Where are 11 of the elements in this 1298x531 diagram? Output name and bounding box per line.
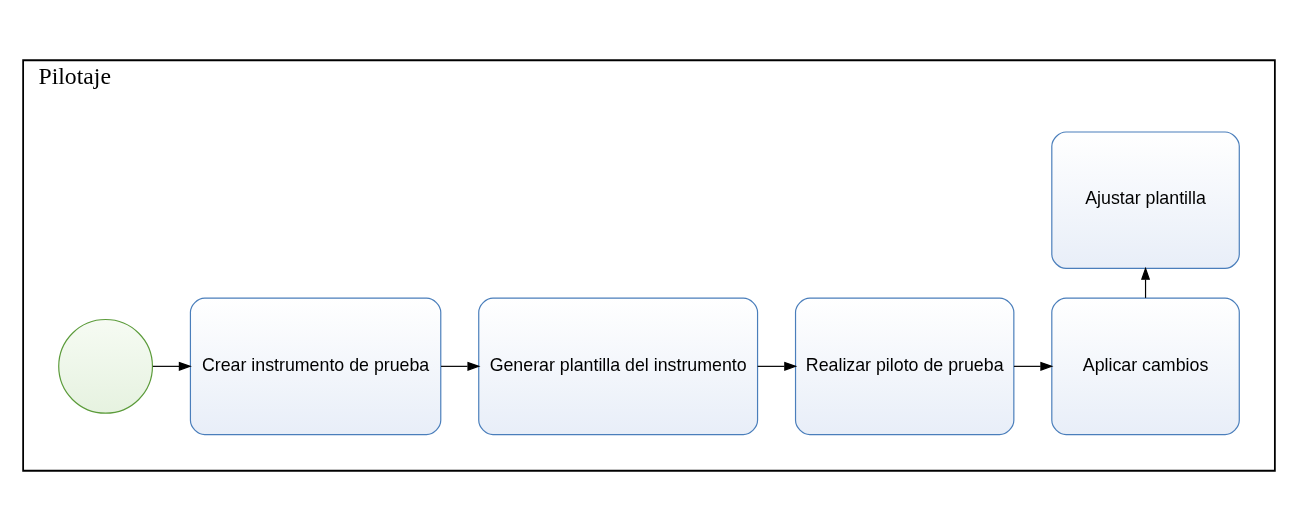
arrow [440,361,481,371]
arrow [1013,361,1054,371]
node-box: Ajustar plantilla [1051,131,1240,270]
arrow [757,361,798,371]
arrow [1140,266,1151,299]
node-box: Realizar piloto de prueba [794,297,1015,436]
arrow [152,361,192,371]
node-box: Aplicar cambios [1051,297,1240,436]
node-box: Generar plantilla del instrumento [478,297,759,436]
node-box: Crear instrumento de prueba [189,297,442,436]
node-circle [58,318,154,414]
